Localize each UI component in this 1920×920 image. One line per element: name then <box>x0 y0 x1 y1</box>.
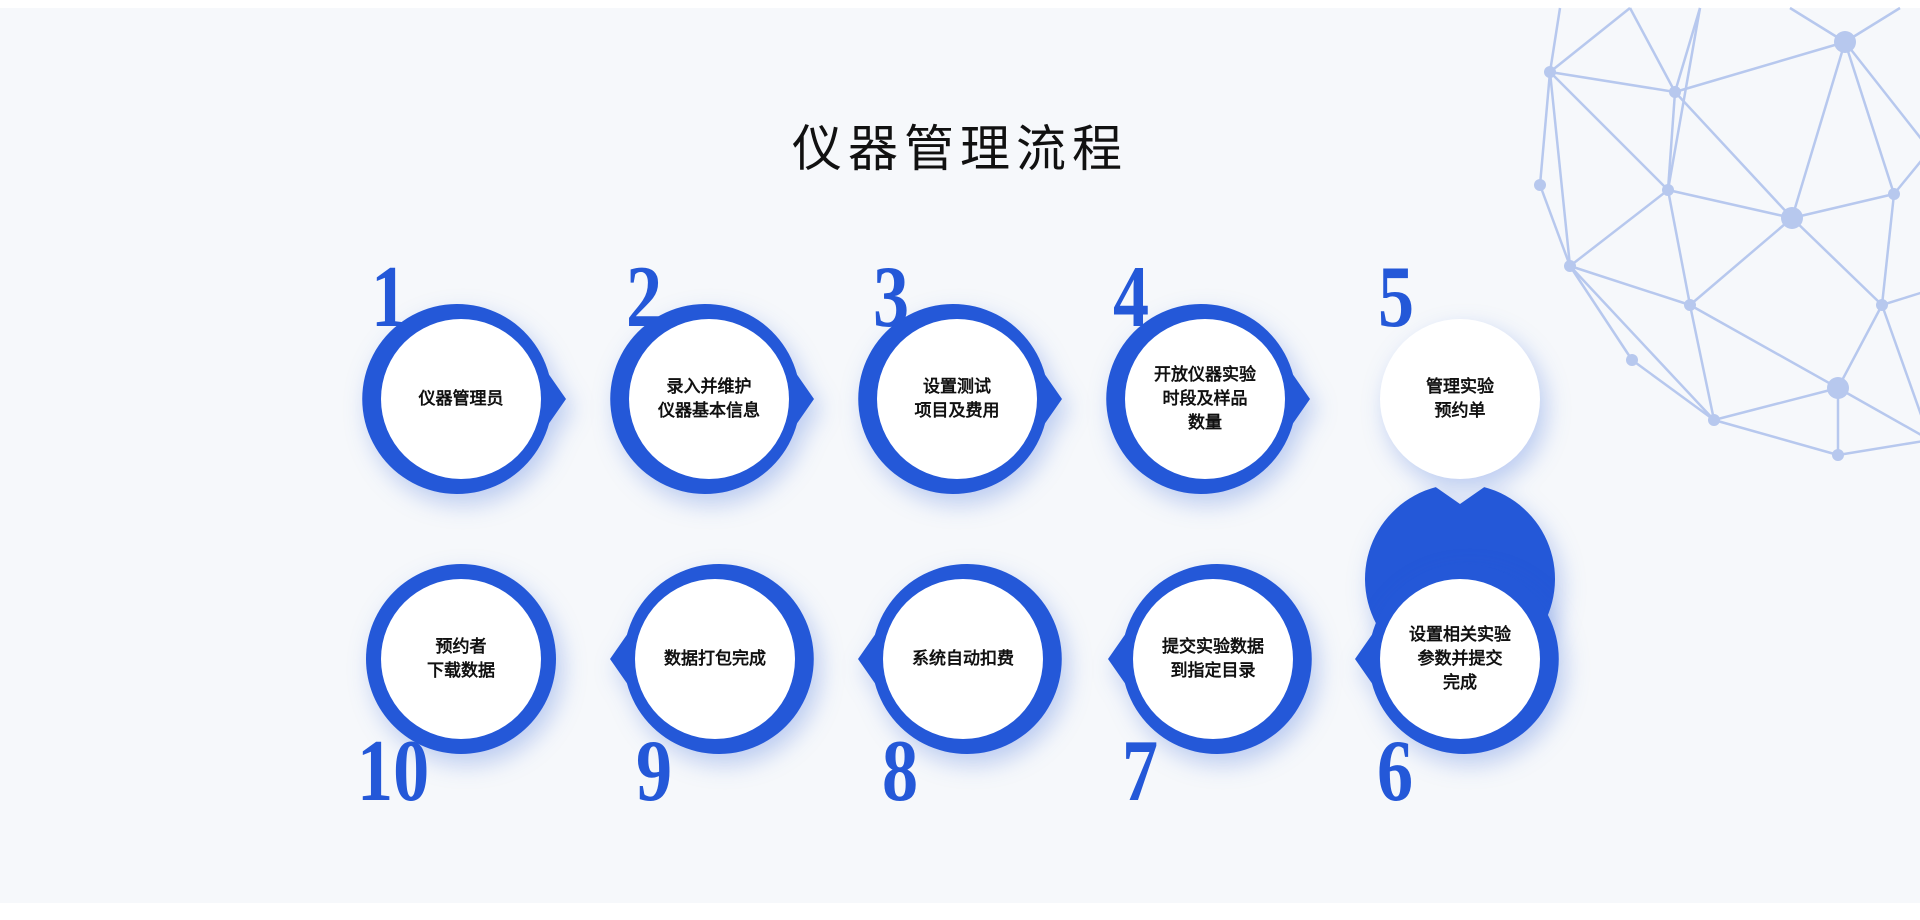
step-7-number: 7 <box>1122 723 1159 820</box>
step-1: 仪器管理员 <box>362 304 566 494</box>
step-4-badge <box>1106 304 1310 494</box>
step-2-label: 录入并维护 仪器基本信息 <box>658 377 760 421</box>
step-8-number: 8 <box>882 723 919 820</box>
step-8-badge <box>858 564 1062 754</box>
page-title: 仪器管理流程 <box>792 120 1128 178</box>
step-3-label: 设置测试 项目及费用 <box>914 377 1000 421</box>
step-10-label: 预约者 下载数据 <box>427 637 495 681</box>
step-4-label: 开放仪器实验 时段及样品 数量 <box>1154 365 1256 433</box>
step-1-number: 1 <box>371 249 408 346</box>
step-7-label: 提交实验数据 到指定目录 <box>1162 637 1264 681</box>
step-6-label: 设置相关实验 参数并提交 完成 <box>1409 625 1511 693</box>
step-9-label: 数据打包完成 <box>664 649 766 669</box>
step-10-badge <box>366 564 556 754</box>
step-10-number: 10 <box>357 723 430 820</box>
step-2-number: 2 <box>626 249 663 346</box>
step-1-label: 仪器管理员 <box>418 389 504 409</box>
step-7-badge <box>1108 564 1312 754</box>
step-6: 设置相关实验 参数并提交 完成 <box>1355 564 1559 754</box>
step-8-label: 系统自动扣费 <box>912 649 1014 669</box>
step-7: 提交实验数据 到指定目录 <box>1108 564 1312 754</box>
step-2: 录入并维护 仪器基本信息 <box>610 304 814 494</box>
step-3-badge <box>858 304 1062 494</box>
step-10: 预约者 下载数据 <box>366 564 556 754</box>
step-5-label: 管理实验 预约单 <box>1426 377 1494 421</box>
step-4-number: 4 <box>1113 249 1150 346</box>
step-3-number: 3 <box>873 249 910 346</box>
step-5-number: 5 <box>1378 249 1415 346</box>
step-9-number: 9 <box>636 723 673 820</box>
step-8: 系统自动扣费 <box>858 564 1062 754</box>
step-2-badge <box>610 304 814 494</box>
step-3: 设置测试 项目及费用 <box>858 304 1062 494</box>
step-1-badge <box>362 304 566 494</box>
step-4: 开放仪器实验 时段及样品 数量 <box>1106 304 1310 494</box>
step-9-badge <box>610 564 814 754</box>
step-9: 数据打包完成 <box>610 564 814 754</box>
step-6-number: 6 <box>1377 723 1414 820</box>
step-6-badge <box>1355 564 1559 754</box>
